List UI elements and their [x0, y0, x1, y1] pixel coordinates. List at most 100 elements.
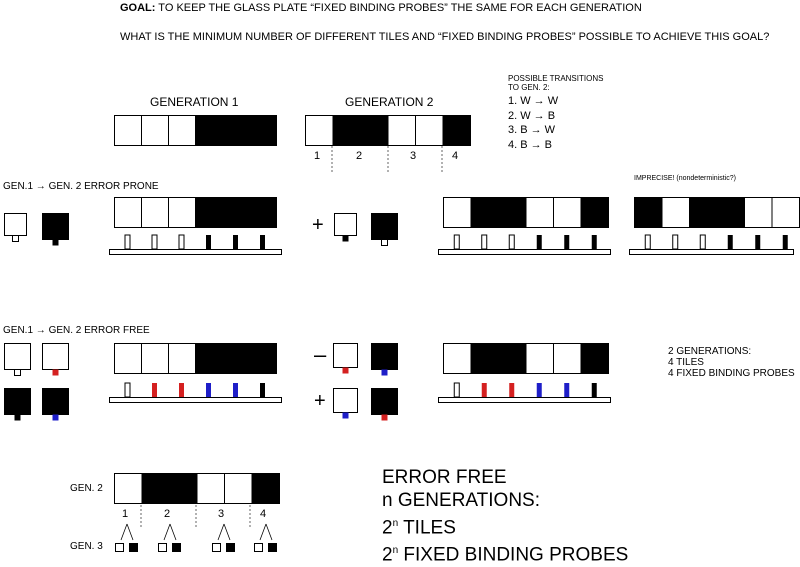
tile-probe	[52, 414, 59, 421]
alt-result-tile	[716, 197, 745, 228]
alt-result-tile	[689, 197, 718, 228]
result-tile	[498, 197, 527, 228]
gen1-tile	[222, 197, 250, 228]
transition-item: 4. B → B	[508, 138, 553, 151]
gen1-tile	[168, 197, 196, 228]
gen1-tile	[249, 197, 277, 228]
result-tile	[553, 343, 582, 374]
bottom-gen2-tile	[114, 473, 143, 504]
gen1-label: GENERATION 1	[150, 95, 239, 109]
glass-plate	[438, 397, 611, 403]
black-tile	[371, 388, 398, 415]
binding-probe	[536, 235, 542, 249]
binding-probe	[481, 383, 487, 397]
small-black-tile	[226, 543, 235, 552]
result-tile	[498, 343, 527, 374]
plus-sign: +	[312, 214, 324, 236]
result-tile	[443, 343, 472, 374]
binding-probe	[591, 235, 597, 249]
group-number: 2	[164, 508, 171, 520]
result-tile	[580, 343, 609, 374]
black-tile	[42, 388, 69, 415]
binding-probe	[233, 383, 238, 397]
tile-probe	[52, 369, 59, 376]
summary-line: 2 GENERATIONS:	[668, 346, 752, 357]
gen1-tile	[114, 197, 142, 228]
gen1-tile	[249, 115, 277, 146]
branch-line	[169, 523, 177, 541]
black-tile	[371, 213, 398, 240]
gen1-tile	[222, 343, 250, 374]
binding-probe	[260, 383, 265, 397]
group-number: 3	[218, 508, 225, 520]
transition-item: 3. B → W	[508, 124, 556, 136]
branch-line	[217, 523, 225, 541]
binding-probe	[260, 235, 265, 249]
tiles-rest: TILES	[398, 517, 456, 539]
bottom-gen2-label: GEN. 2	[70, 483, 103, 494]
gen2-tile	[332, 115, 361, 146]
alt-result-tile	[744, 197, 773, 228]
big-summary-line4: 2n FIXED BINDING PROBES	[382, 539, 628, 566]
gen2-tile	[415, 115, 444, 146]
group-number: 1	[314, 150, 321, 162]
gen1-tile	[249, 343, 277, 374]
binding-probe	[564, 383, 570, 397]
tiles-exponent: n	[392, 518, 399, 529]
white-tile	[42, 343, 69, 370]
tile-probe	[342, 367, 349, 374]
binding-probe	[453, 382, 460, 398]
glass-plate	[438, 249, 611, 255]
binding-probe	[206, 383, 211, 397]
probes-rest: FIXED BINDING PROBES	[398, 544, 629, 566]
result-tile	[553, 197, 582, 228]
tile-probe	[381, 239, 388, 246]
black-tile	[42, 213, 69, 240]
plus-sign: +	[314, 390, 326, 412]
binding-probe	[564, 235, 570, 249]
group-number: 2	[356, 150, 363, 162]
binding-probe	[151, 234, 158, 250]
tiles-base: 2	[382, 517, 393, 539]
tile-probe	[381, 414, 388, 421]
small-black-tile	[268, 543, 277, 552]
binding-probe	[453, 234, 460, 250]
minus-sign: –	[314, 342, 327, 367]
transition-item: 1. W → W	[508, 95, 559, 107]
small-white-tile	[158, 543, 167, 552]
binding-probe	[508, 234, 515, 250]
branch-line	[126, 523, 134, 541]
gen1-tile	[141, 197, 169, 228]
white-tile	[334, 213, 357, 236]
result-tile	[443, 197, 472, 228]
transitions-title: POSSIBLE TRANSITIONS TO GEN. 2:	[508, 74, 603, 92]
bottom-gen2-tile	[141, 473, 170, 504]
binding-probe	[179, 383, 184, 397]
branch-line	[120, 523, 128, 541]
tile-probe	[12, 235, 19, 242]
gen2-tile	[442, 115, 471, 146]
small-white-tile	[212, 543, 221, 552]
group-number: 4	[260, 508, 267, 520]
bottom-gen2-tile	[224, 473, 253, 504]
tile-probe	[381, 369, 388, 376]
transitions-title-line2: TO GEN. 2:	[508, 83, 550, 92]
branch-line	[259, 523, 267, 541]
white-tile	[333, 388, 358, 413]
gen2-tile	[305, 115, 334, 146]
alt-result-tile	[661, 197, 690, 228]
group-number: 1	[122, 508, 129, 520]
small-white-tile	[115, 543, 124, 552]
gen1-tile	[168, 343, 196, 374]
summary-line: 4 TILES	[668, 357, 704, 368]
result-tile	[525, 343, 554, 374]
gen2-tile	[360, 115, 389, 146]
gen1-tile	[195, 343, 223, 374]
binding-probe	[699, 234, 706, 250]
white-tile	[4, 343, 31, 370]
result-tile	[580, 197, 609, 228]
summary-line: 4 FIXED BINDING PROBES	[668, 368, 795, 379]
binding-probe	[644, 234, 651, 250]
big-summary: ERROR FREE n GENERATIONS: 2n TILES 2n FI…	[382, 466, 628, 567]
tile-probe	[342, 235, 349, 242]
